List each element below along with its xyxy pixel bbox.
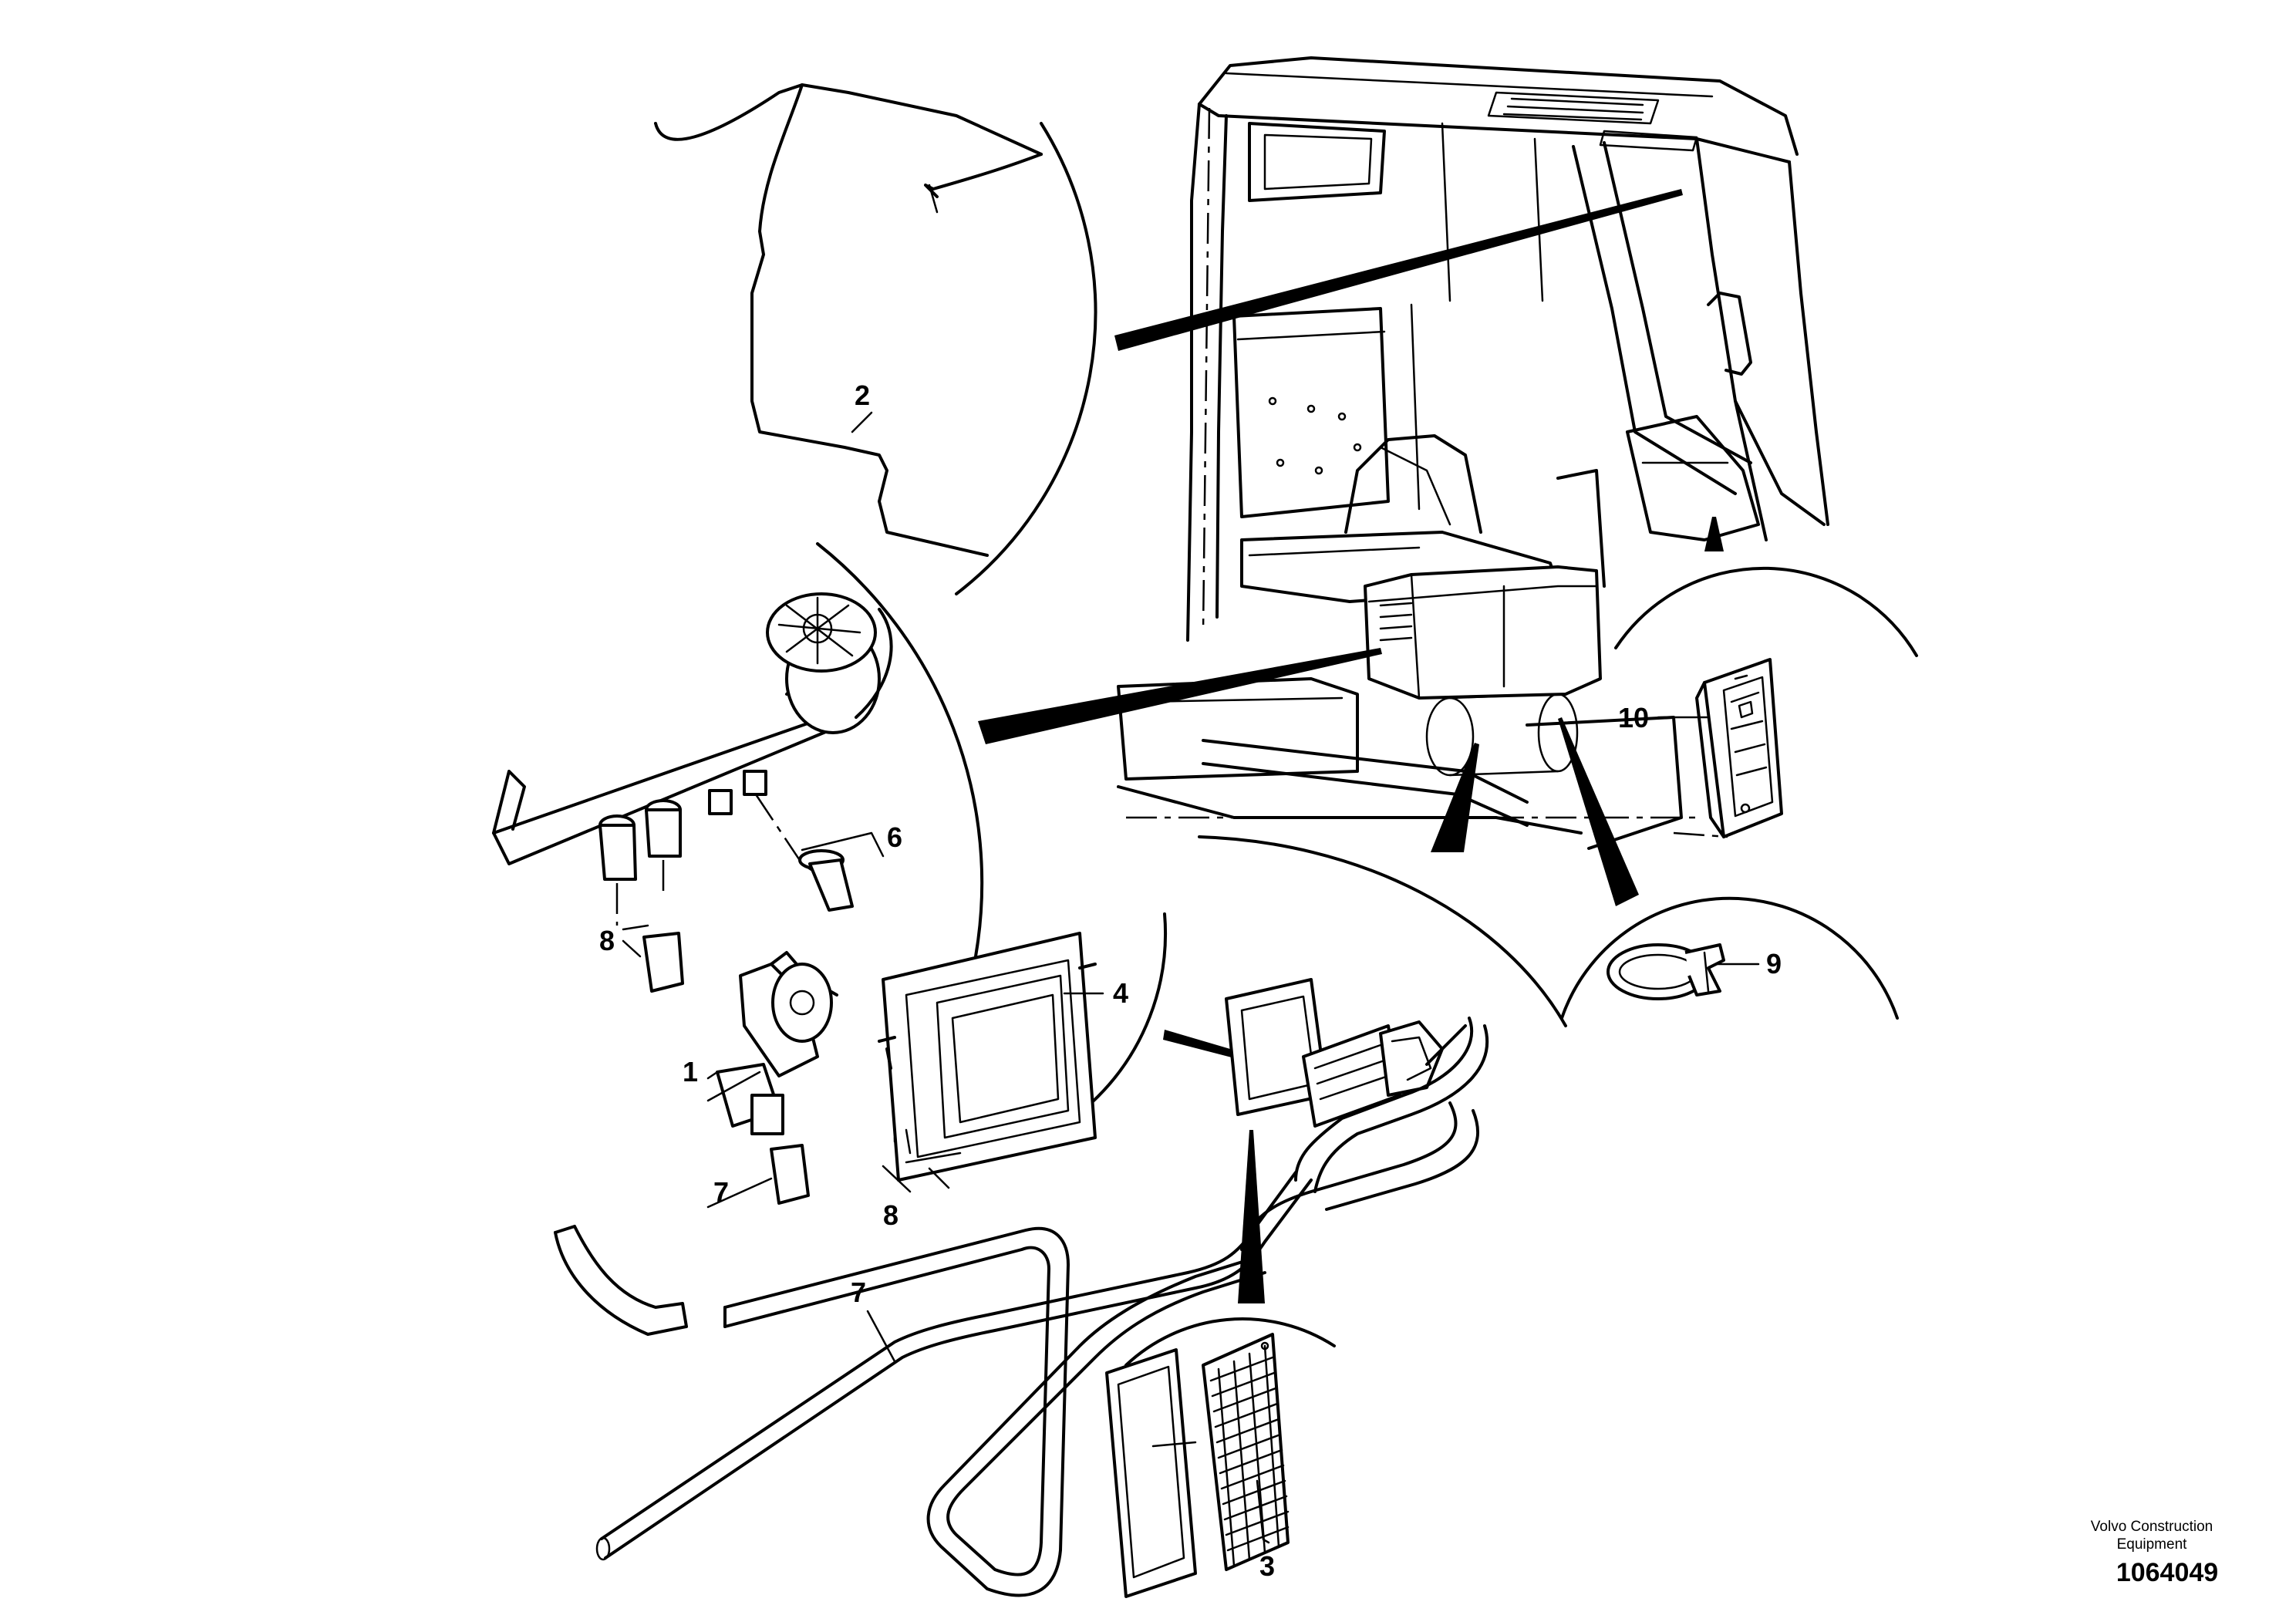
part-7-hose-piece [770,1144,810,1205]
water-valve [716,951,838,1135]
hose-8 [723,1226,1266,1597]
pointer-wedge-10 [1704,517,1724,551]
heater-core-assembly [1225,978,1489,1193]
blower-wheel [766,592,893,734]
part-3-grille [1202,1333,1290,1571]
callout-3: 3 [1259,1550,1275,1582]
wall-panel-holes [1268,396,1362,475]
pointer-wedge-2 [1114,189,1683,351]
part-1-assembly [492,592,893,1205]
brand-line-2: Equipment [2116,1536,2187,1553]
roof-vent [1487,91,1698,152]
blower-cylinder [1425,693,1579,777]
part-4-filter-cover [878,932,1097,1182]
pointer-wedge-1 [978,648,1382,744]
pointer-wedge-9 [1558,717,1639,906]
brand-caption: Volvo Construction Equipment [2021,1518,2283,1553]
part-3-filter [1105,1348,1197,1598]
detail-arc-9 [1560,896,1899,1020]
callout-2: 2 [855,379,870,411]
part-8-hose-piece [642,932,684,993]
pointer-wedge-pipes [1431,743,1479,852]
cab-frame [1117,56,1829,850]
part-9-clamp [1607,943,1725,1000]
callout-10: 10 [1618,702,1649,733]
hose-8-short [554,1225,688,1336]
heater-unit-housing [1364,565,1602,700]
hose-7 [595,1171,1313,1561]
document-number: 1064049 [2116,1558,2219,1587]
callout-7-upper: 7 [713,1176,729,1208]
callout-7-lower: 7 [851,1276,866,1308]
callout-8-lower: 8 [883,1199,899,1231]
detail-arc-4 [1090,912,1168,1104]
part-10-control-panel [1695,658,1783,838]
detail-arc-2 [955,122,1097,595]
callout-9: 9 [1766,948,1782,980]
detail-arc-pipes [1198,835,1567,1027]
callout-1: 1 [683,1056,698,1088]
detail-arc-1 [816,542,984,958]
part-6-nozzle [798,849,854,912]
hose-far-right [1240,1101,1480,1251]
brand-line-1: Volvo Construction [2090,1519,2213,1535]
callout-6: 6 [887,821,902,853]
callout-8-upper: 8 [599,925,615,956]
detail-arc-3 [1124,1317,1336,1367]
detail-arc-10 [1614,566,1918,657]
callout-4: 4 [1113,977,1128,1009]
part-2-cable [654,83,1043,557]
leader-lines [622,411,1760,1544]
